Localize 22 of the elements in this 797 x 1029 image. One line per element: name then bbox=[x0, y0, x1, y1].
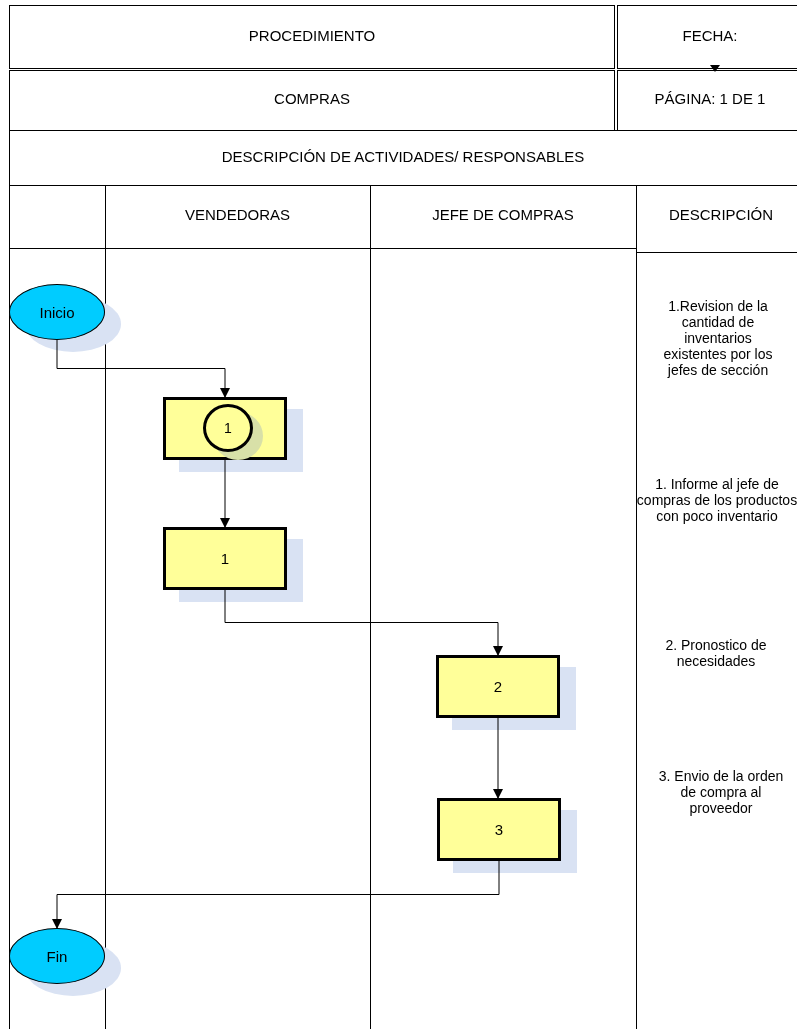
process-box bbox=[163, 397, 287, 460]
arrow bbox=[52, 860, 500, 929]
header-text: DESCRIPCIÓN DE ACTIVIDADES/ RESPONSABLES bbox=[220, 148, 586, 166]
header-text: DESCRIPCIÓN bbox=[667, 206, 775, 224]
arrow bbox=[493, 717, 503, 799]
header-text: PROCEDIMIENTO bbox=[247, 27, 377, 45]
header-text: JEFE DE COMPRAS bbox=[431, 206, 575, 224]
activity-description: 3. Envio de la orden de compra al proveedor bbox=[657, 768, 785, 816]
header-text: COMPRAS bbox=[273, 90, 351, 108]
process-box: 3 bbox=[437, 798, 561, 861]
process-box: 1 bbox=[163, 527, 287, 590]
activity-description: 2. Pronostico de necesidades bbox=[664, 637, 768, 669]
header-text: FECHA: bbox=[681, 27, 739, 45]
arrow bbox=[56, 339, 230, 398]
process-box: 2 bbox=[436, 655, 560, 718]
terminator-ellipse: Fin bbox=[9, 928, 105, 984]
activity-description: 1. Informe al jefe de compras de los productos con poco inventario bbox=[636, 476, 797, 524]
header-text: PÁGINA: 1 DE 1 bbox=[653, 90, 767, 108]
terminator-ellipse: Inicio bbox=[9, 284, 105, 340]
arrow bbox=[224, 589, 503, 656]
header-text: VENDEDORAS bbox=[184, 206, 291, 224]
activity-description: 1.Revision de la cantidad de inventarios existentes por los jefes de sección bbox=[662, 298, 774, 378]
